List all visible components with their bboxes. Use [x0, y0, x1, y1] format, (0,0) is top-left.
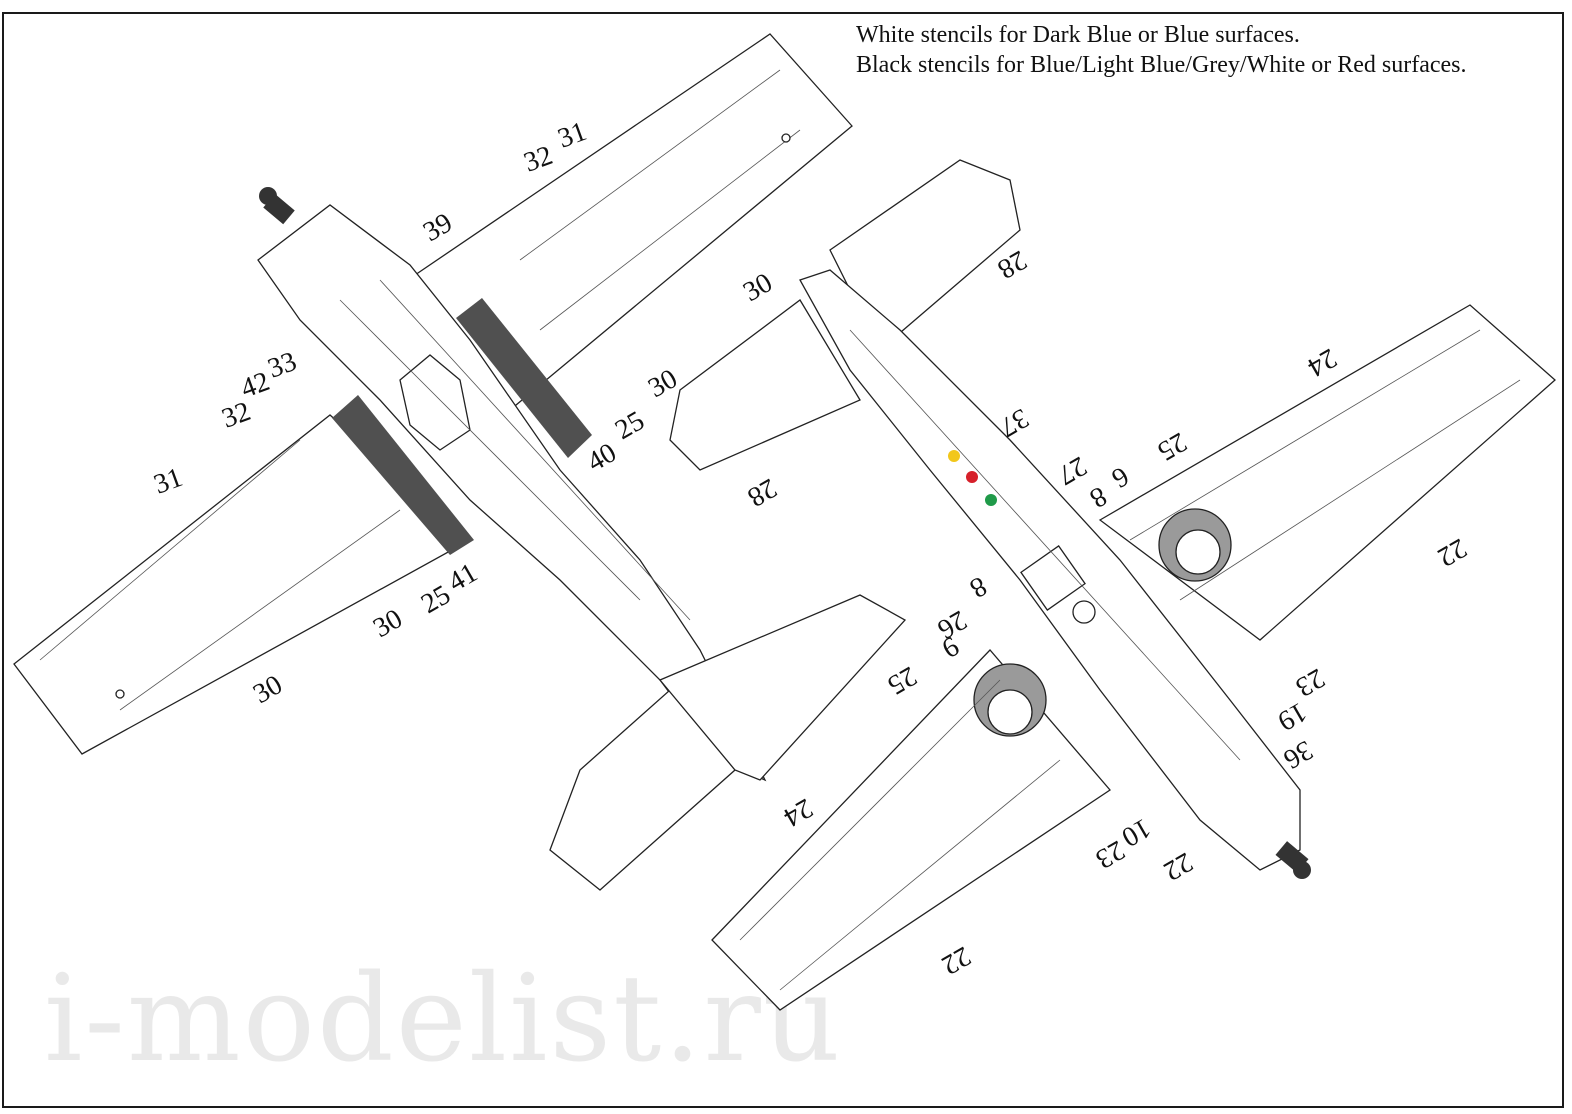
bottom-view-light-yellow — [948, 450, 960, 462]
bottom-view-port-8 — [1072, 600, 1096, 624]
top-view-panel-lines — [39, 69, 801, 711]
callout-25-c: 25 — [1152, 426, 1192, 467]
top-view-aircraft — [13, 33, 907, 891]
callout-23-b: 23 — [1090, 834, 1130, 875]
callout-31-bottom: 31 — [150, 462, 187, 501]
callout-30-c: 30 — [368, 603, 408, 644]
bottom-view-light-green — [985, 494, 997, 506]
bottom-view-panel-lines — [739, 329, 1521, 991]
callout-22-b: 22 — [1158, 846, 1198, 887]
bottom-view-left-stabilizer — [669, 299, 861, 471]
callout-30-a: 30 — [738, 267, 778, 308]
stencil-notes: White stencils for Dark Blue or Blue sur… — [856, 20, 1467, 80]
note-black-stencils: Black stencils for Blue/Light Blue/Grey/… — [856, 52, 1467, 78]
callout-40: 40 — [582, 437, 622, 478]
callout-24-a: 24 — [1302, 342, 1342, 383]
callout-28-a: 28 — [992, 244, 1032, 285]
top-view-walkway-left — [332, 395, 474, 555]
callout-33: 33 — [264, 346, 301, 385]
callout-41: 41 — [443, 557, 483, 598]
top-view-fuselage — [257, 204, 767, 782]
callout-25-a: 25 — [610, 405, 650, 446]
bottom-view-left-wing — [711, 649, 1111, 1011]
bottom-view-right-wheel-hub — [1175, 529, 1221, 575]
bottom-view-light-red — [966, 471, 978, 483]
callout-22-a: 22 — [1432, 532, 1472, 573]
callout-25-d: 25 — [882, 660, 922, 701]
callout-6: 6 — [1106, 460, 1134, 494]
top-view-walkway-right — [456, 298, 592, 458]
callout-31-top: 31 — [554, 116, 591, 155]
sheet-frame — [2, 12, 1564, 1108]
callout-24-b: 24 — [778, 792, 818, 833]
callout-28-b: 28 — [742, 472, 782, 513]
watermark-text: i-modelist.ru — [44, 950, 843, 1089]
callout-8-b: 8 — [964, 570, 992, 604]
callout-32-top: 32 — [520, 140, 557, 179]
callout-39: 39 — [418, 207, 458, 248]
bottom-view-panel-27 — [1020, 545, 1086, 611]
top-view-wing-light-left — [115, 689, 125, 699]
callout-27: 27 — [1052, 450, 1092, 491]
callout-25-b: 25 — [416, 579, 456, 620]
callout-30-b: 30 — [643, 363, 683, 404]
callout-30-d: 30 — [248, 669, 288, 710]
bottom-view-spinner — [1293, 861, 1311, 879]
top-view-propeller-hub — [263, 193, 295, 225]
top-view-right-stabilizer — [658, 594, 907, 781]
bottom-view-aircraft — [669, 159, 1556, 1011]
bottom-view-left-wheel-hub — [987, 689, 1033, 735]
note-white-stencils: White stencils for Dark Blue or Blue sur… — [856, 22, 1300, 48]
callout-8-a: 8 — [1084, 480, 1112, 514]
top-view-wing-light-right — [781, 133, 791, 143]
callout-22-c: 22 — [936, 940, 976, 981]
